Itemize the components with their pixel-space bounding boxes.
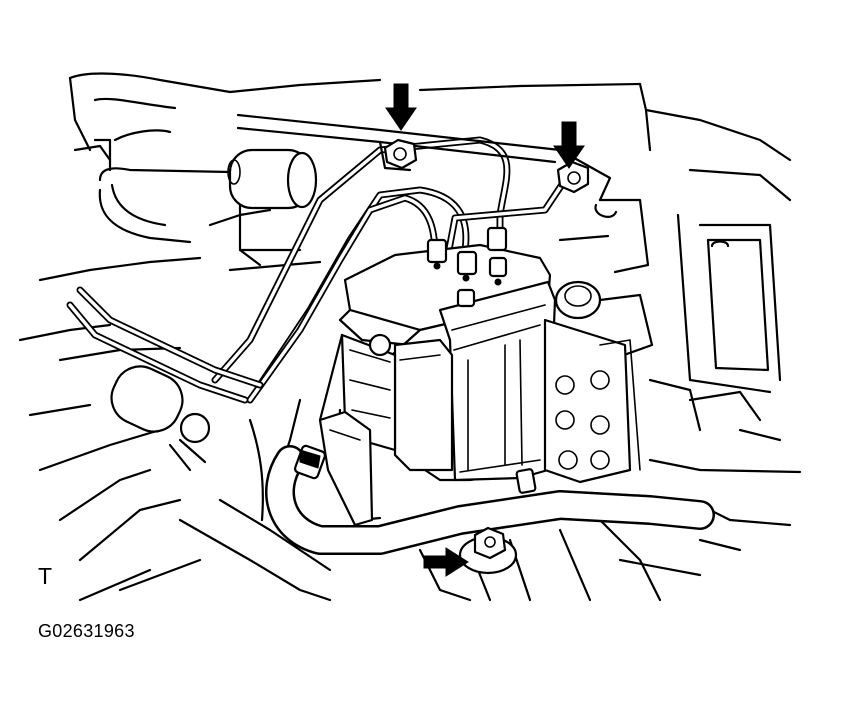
abs-actuator — [318, 226, 557, 527]
brake-tube-6 — [66, 301, 249, 404]
figure-code: G02631963 — [38, 621, 135, 641]
brake-tube-5 — [76, 286, 264, 389]
wire-harness — [265, 444, 715, 555]
upper-nut — [383, 138, 418, 170]
view-letter: T — [38, 563, 53, 589]
arrow-lower-bolt-icon — [423, 547, 469, 577]
lower-bolt — [458, 526, 518, 575]
master-cylinder-assembly — [73, 138, 318, 244]
right-nut — [556, 160, 590, 194]
arrow-upper-nut-icon — [385, 83, 417, 131]
left-pipe-union — [110, 365, 211, 472]
tube-fittings — [426, 226, 508, 308]
callout-arrows — [385, 83, 585, 577]
brake-tube-4 — [444, 176, 569, 259]
actuator-mount-bracket — [318, 410, 374, 527]
engine-bay-background — [18, 72, 802, 602]
right-mount-bracket — [543, 318, 641, 484]
arrow-right-nut-icon — [553, 121, 585, 169]
reservoir-cap-right — [554, 280, 602, 320]
